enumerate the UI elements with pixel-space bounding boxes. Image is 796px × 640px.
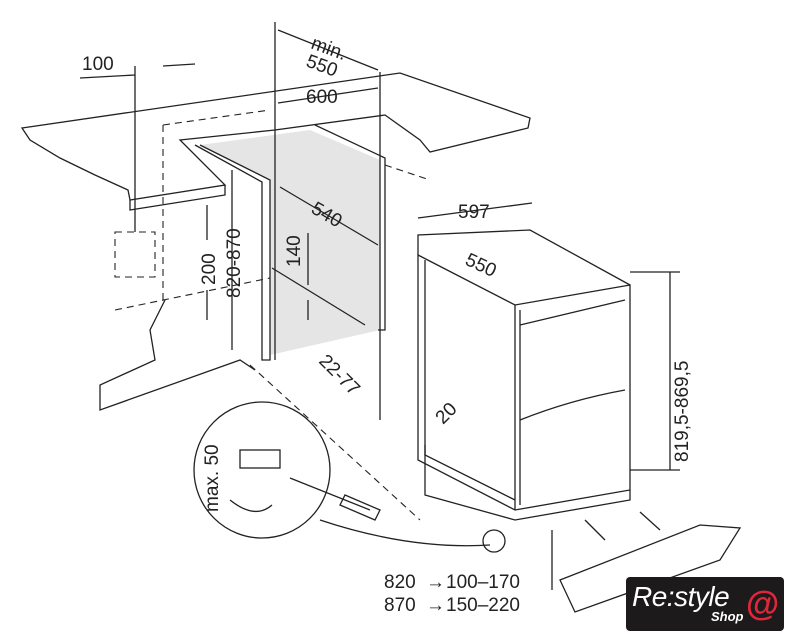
dim-22-77: 22-77 [314, 351, 363, 400]
dashed-guides [114, 109, 431, 521]
logo-brand: Re:style [632, 581, 730, 612]
dimension-lines [79, 22, 680, 590]
dim-100: 100 [82, 54, 114, 75]
plinth-row-1-height: 820 [384, 572, 416, 593]
niche-walls [99, 124, 386, 411]
plinth-row-2-height: 870 [384, 595, 416, 616]
logo-at-icon: @ [746, 585, 780, 623]
dim-20: 20 [432, 399, 462, 429]
plinth-arrows [559, 511, 742, 613]
dim-819-869: 819,5-869,5 [672, 361, 693, 462]
plinth-row-2-arrow: → [426, 595, 445, 616]
restyle-shop-logo: Re:style Shop @ [626, 577, 784, 631]
dim-820-870: 820-870 [224, 228, 245, 298]
dim-550-appliance: 550 [462, 249, 500, 281]
niche-cavity [200, 130, 380, 355]
appliance [417, 229, 631, 521]
foot-detail [193, 401, 506, 553]
logo-sub: Shop [711, 609, 744, 624]
dim-597: 597 [458, 202, 490, 223]
dim-max-50: max. 50 [202, 444, 223, 512]
plinth-row-2-value: 150–220 [446, 595, 520, 616]
worktop [20, 72, 531, 211]
plinth-row-1-arrow: → [426, 572, 445, 593]
dim-600: 600 [306, 87, 338, 108]
dim-200: 200 [199, 253, 220, 285]
dim-140: 140 [284, 235, 305, 267]
plinth-table: 820 → 100–170 870 → 150–220 [384, 572, 520, 616]
plinth-row-1-value: 100–170 [446, 572, 520, 593]
